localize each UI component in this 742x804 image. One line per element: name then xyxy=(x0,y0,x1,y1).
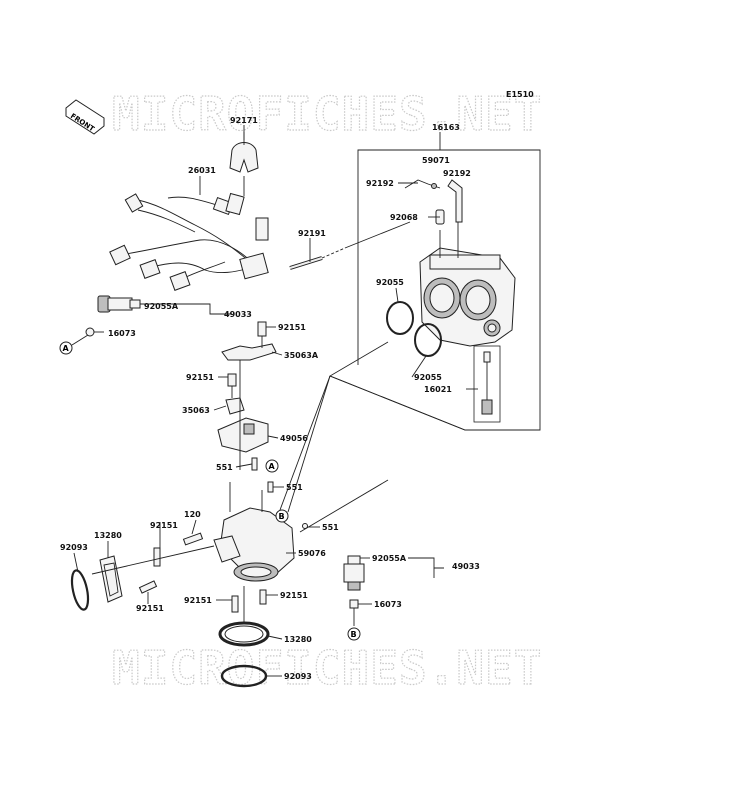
part-label-26031: 26031 xyxy=(188,166,216,175)
injector-left-icon xyxy=(85,295,232,337)
part-label-92171: 92171 xyxy=(230,116,258,125)
part-label-16073-left: 16073 xyxy=(108,329,136,338)
part-label-59071: 59071 xyxy=(422,156,450,165)
o-ring-upper-icon xyxy=(386,301,414,335)
part-label-49033-left: 49033 xyxy=(224,310,252,319)
svg-text:A: A xyxy=(63,344,70,353)
part-label-16163: 16163 xyxy=(432,123,460,132)
rod-icon xyxy=(289,221,411,270)
part-label-92093-lower: 92093 xyxy=(284,672,312,681)
bolt-35063-icon xyxy=(225,373,245,415)
gasket-13280-lower-icon xyxy=(218,621,270,647)
front-arrow-icon: FRONT xyxy=(65,99,105,135)
ref-marker-b-center: B xyxy=(275,509,289,523)
part-label-35063a: 35063A xyxy=(284,351,319,360)
seal-92093-left-icon xyxy=(70,569,90,611)
watermark-bottom: MICROFICHES.NET xyxy=(112,641,542,695)
svg-text:B: B xyxy=(279,512,285,521)
part-label-92151-f: 92151 xyxy=(280,591,308,600)
ref-marker-a-left: A xyxy=(59,334,89,355)
ref-marker-a-center: A xyxy=(265,459,279,473)
part-label-120: 120 xyxy=(184,510,201,519)
sensor-icon xyxy=(473,345,501,423)
wiring-harness-icon xyxy=(109,192,269,291)
part-label-49056: 49056 xyxy=(280,434,308,443)
bolt-120-icon xyxy=(182,532,204,546)
leader-lines xyxy=(199,125,245,196)
part-label-92151-e: 92151 xyxy=(184,596,212,605)
part-label-92055a-left: 92055A xyxy=(144,302,179,311)
part-label-16073-right: 16073 xyxy=(374,600,402,609)
throttle-body-icon xyxy=(419,222,516,347)
part-label-13280-left: 13280 xyxy=(94,531,122,540)
svg-text:B: B xyxy=(351,630,357,639)
part-label-92055-upper: 92055 xyxy=(376,278,404,287)
label-leaders xyxy=(73,182,478,677)
diagram-code: E1510 xyxy=(506,90,534,99)
leader-manifold-to-box xyxy=(279,375,331,511)
part-label-551-c: 551 xyxy=(322,523,339,532)
leader-to-551 xyxy=(299,479,389,533)
o-ring-lower-icon xyxy=(414,323,442,357)
leader-left-manifold xyxy=(91,545,215,575)
gasket-13280-left-icon xyxy=(99,555,123,603)
part-label-92151-d: 92151 xyxy=(136,604,164,613)
part-label-59076: 59076 xyxy=(298,549,326,558)
part-label-35063: 35063 xyxy=(182,406,210,415)
part-label-92068: 92068 xyxy=(390,213,418,222)
part-label-551-b: 551 xyxy=(286,483,303,492)
part-label-551-a: 551 xyxy=(216,463,233,472)
part-label-92151-a: 92151 xyxy=(278,323,306,332)
part-label-13280-lower: 13280 xyxy=(284,635,312,644)
part-label-92151-b: 92151 xyxy=(186,373,214,382)
ref-marker-b-right: B xyxy=(347,627,361,641)
injector-right-icon xyxy=(343,555,365,626)
part-label-92151-c: 92151 xyxy=(150,521,178,530)
sensor-49056-icon xyxy=(217,360,269,470)
bolt-92151-left-icon xyxy=(138,547,161,594)
part-label-92055a-right: 92055A xyxy=(372,554,407,563)
part-label-92055-lower: 92055 xyxy=(414,373,442,382)
part-label-92192-left: 92192 xyxy=(366,179,394,188)
throttle-body-group xyxy=(287,132,541,513)
part-label-16021: 16021 xyxy=(424,385,452,394)
bolts-lower-icon xyxy=(231,589,267,613)
svg-text:A: A xyxy=(269,462,276,471)
bracket-35063a-icon xyxy=(221,321,277,361)
part-label-49033-right: 49033 xyxy=(452,562,480,571)
watermark-top: MICROFICHES.NET xyxy=(112,87,542,141)
part-labels: 92171 26031 92191 16163 59071 92192 9219… xyxy=(60,116,480,681)
leader-right-injector xyxy=(408,557,444,569)
part-label-92192-right: 92192 xyxy=(443,169,471,178)
part-label-92093-left: 92093 xyxy=(60,543,88,552)
part-label-92191: 92191 xyxy=(298,229,326,238)
intake-manifold-icon xyxy=(213,482,295,582)
